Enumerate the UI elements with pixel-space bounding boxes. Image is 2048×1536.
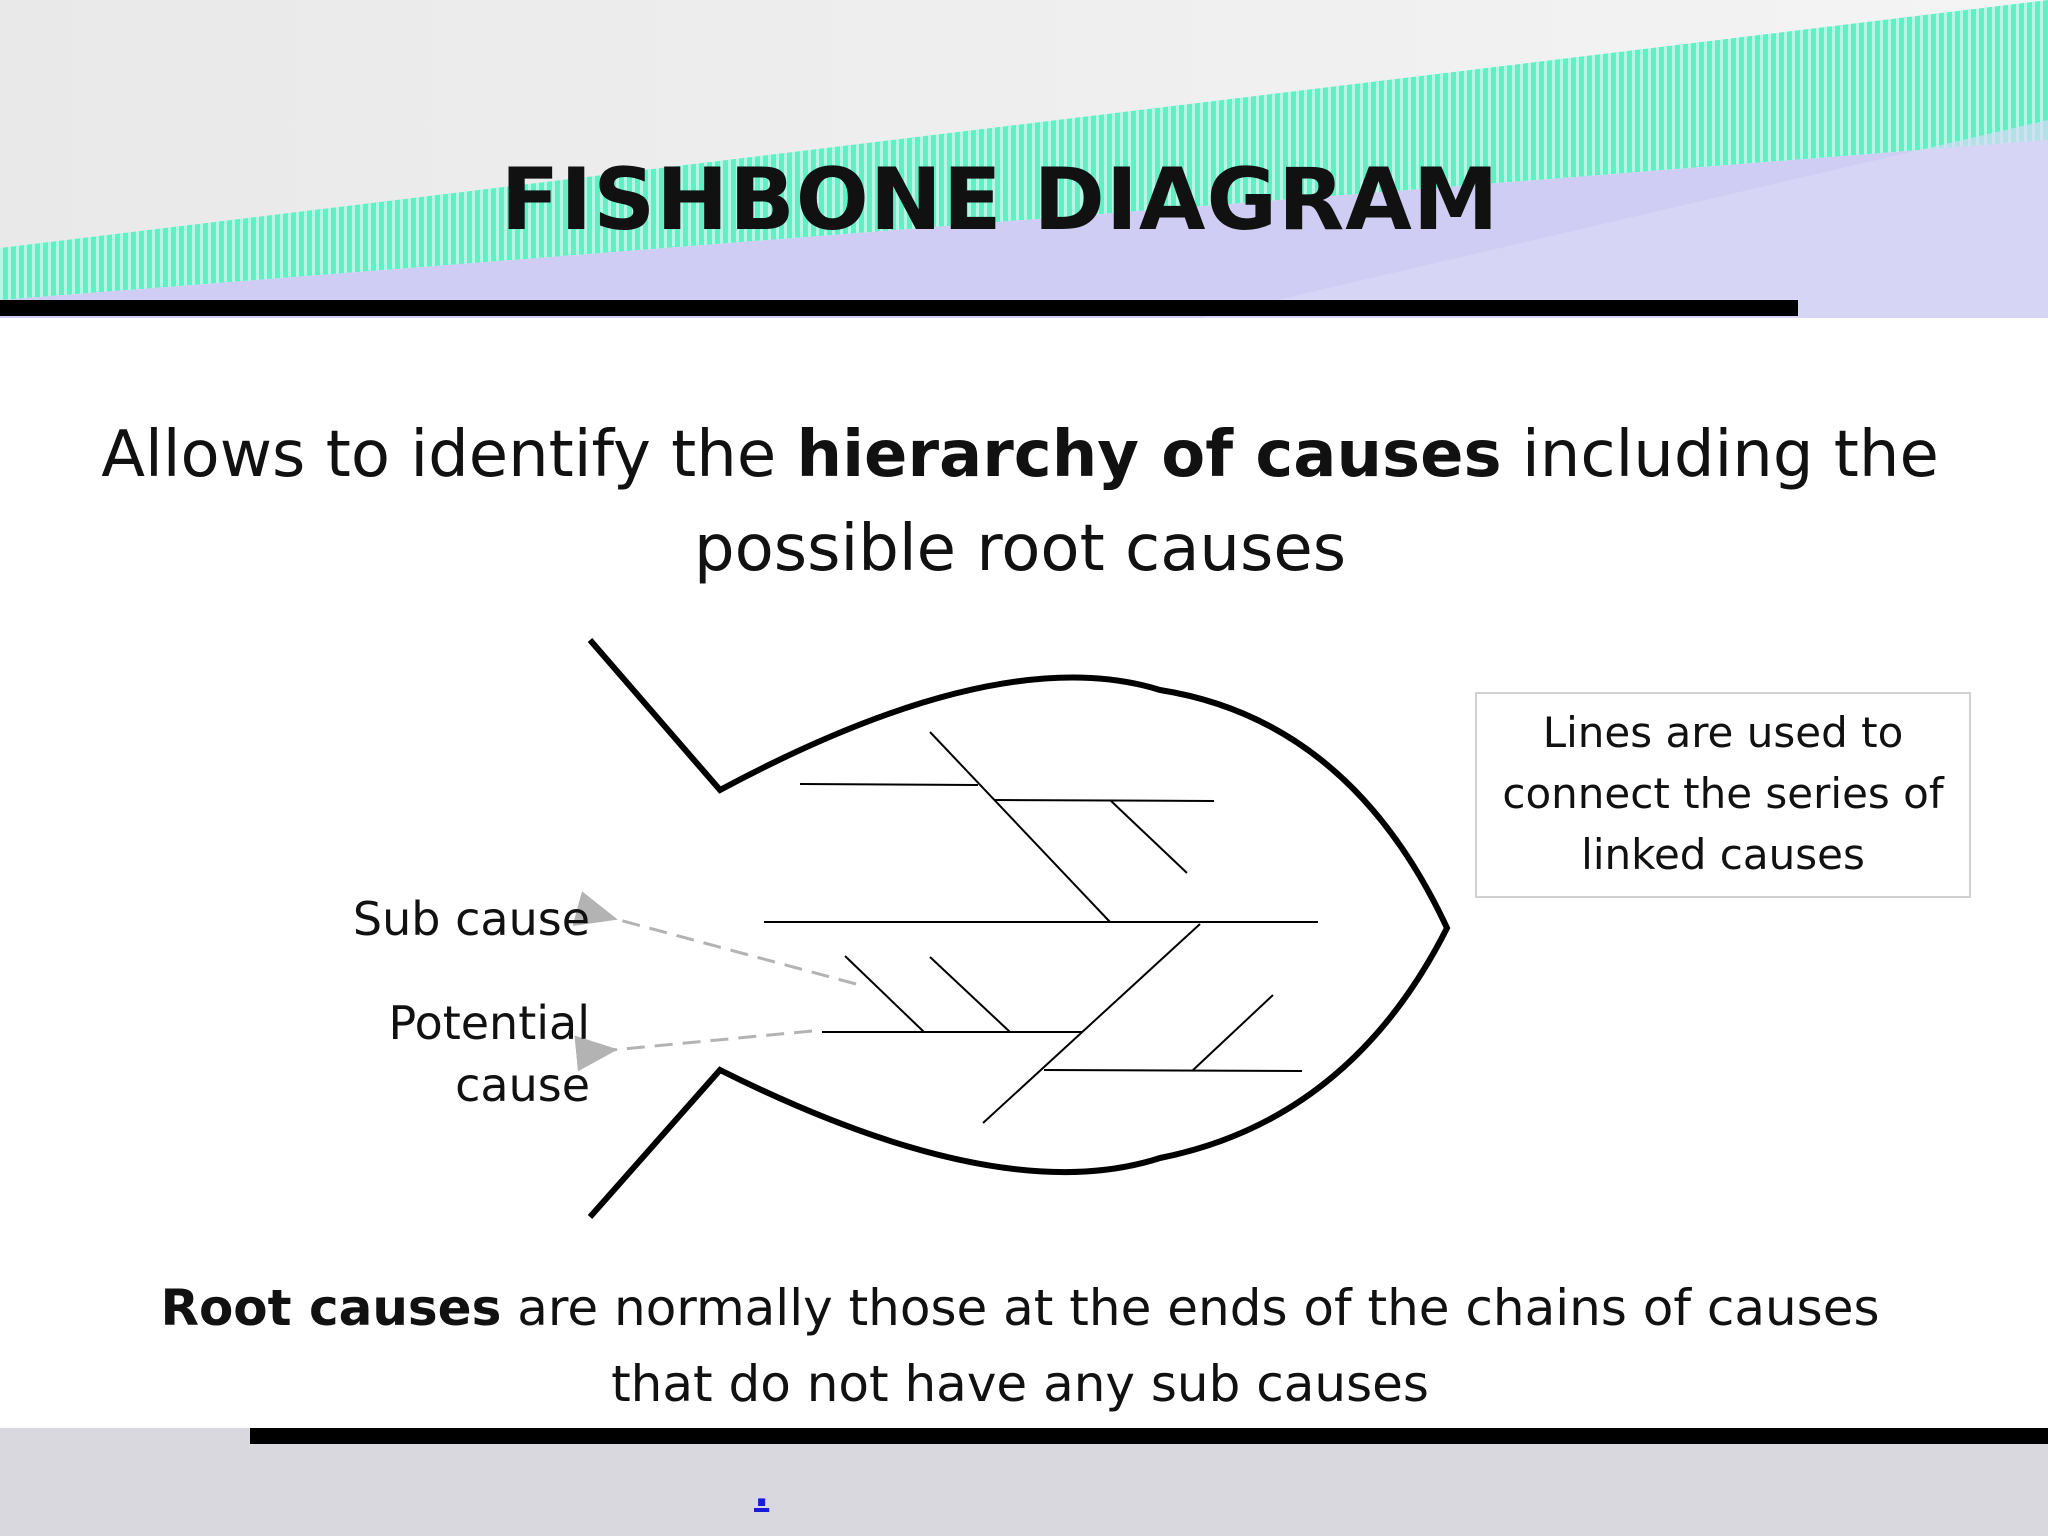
root-causes-bold: Root causes: [160, 1279, 502, 1337]
footer-band: [0, 1428, 2048, 1536]
lower-sub-bone-3: [1191, 994, 1274, 1072]
note-line-1: Lines are used to: [1542, 708, 1904, 757]
slide-title: FISHBONE DIAGRAM: [0, 150, 2048, 250]
header-decoration: [0, 0, 2048, 318]
intro-part2: including the: [1501, 418, 1939, 492]
sub-cause-pointer-arrow: [572, 891, 857, 986]
slide-title-text: FISHBONE DIAGRAM: [500, 150, 1500, 250]
lines-note-box: Lines are used to connect the series of …: [1475, 692, 1971, 898]
root-causes-line2: that do not have any sub causes: [611, 1355, 1429, 1413]
lower-cause-line-2: [1043, 1069, 1303, 1072]
potential-cause-label-line1: Potential: [388, 996, 590, 1050]
upper-main-bone: [929, 731, 1111, 923]
sub-cause-label: Sub cause: [352, 892, 590, 946]
upper-sub-bone: [1109, 799, 1188, 874]
upper-cause-line-1: [799, 783, 979, 786]
intro-bold: hierarchy of causes: [796, 418, 1502, 492]
footer-divider: [250, 1428, 2048, 1444]
lower-main-bone: [982, 923, 1201, 1124]
note-line-3: linked causes: [1581, 830, 1865, 879]
root-causes-text: Root causes are normally those at the en…: [120, 1270, 1920, 1422]
potential-cause-pointer-arrow: [574, 1029, 813, 1072]
lower-sub-bone-1: [844, 955, 925, 1033]
intro-text: Allows to identify the hierarchy of caus…: [100, 408, 1940, 596]
root-causes-part1: are normally those at the ends of the ch…: [501, 1279, 1880, 1337]
footer-link[interactable]: .: [754, 1470, 770, 1516]
lower-sub-bone-2: [929, 956, 1011, 1033]
fish-body-outline: [587, 638, 1451, 1219]
header-divider: [0, 300, 1798, 316]
intro-line2: possible root causes: [693, 512, 1347, 586]
note-line-2: connect the series of: [1502, 769, 1944, 818]
potential-cause-label-line2: cause: [455, 1058, 590, 1112]
potential-cause-label: Potential cause: [300, 992, 590, 1116]
upper-cause-line-2: [993, 799, 1215, 802]
intro-part1: Allows to identify the: [101, 418, 797, 492]
